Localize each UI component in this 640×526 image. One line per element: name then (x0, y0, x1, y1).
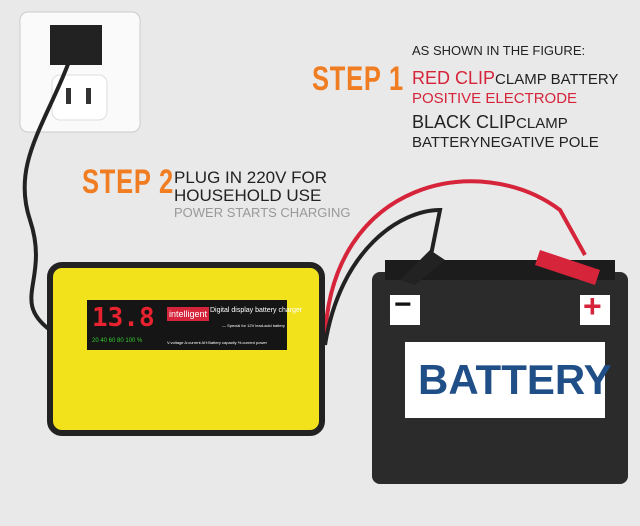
black-clip-text: BLACK CLIP (412, 112, 517, 132)
red-clip-line2: POSITIVE ELECTRODE (412, 90, 578, 107)
power-cable (22, 44, 77, 332)
negative-terminal: − (394, 288, 412, 321)
step2-line3: POWER STARTS CHARGING (174, 205, 351, 220)
positive-terminal: + (583, 288, 602, 324)
charger-subtitle: — Special for 12V lead-acid battery (222, 323, 285, 328)
step2-line1: PLUG IN 220V FOR (174, 168, 328, 187)
charger-title: Digital display battery charger (210, 307, 303, 314)
battery-label: BATTERY (418, 356, 612, 403)
black-cable (323, 207, 443, 346)
voltage-reading: 13.8 (92, 303, 155, 333)
step1-label: STEP 1 (312, 60, 404, 98)
black-clip-line2a: BATTERY (412, 134, 480, 151)
black-clip-line2b: NEGATIVE POLE (479, 134, 599, 151)
red-clip-rest: CLAMP BATTERY (495, 71, 619, 88)
red-clip-text: RED CLIP (412, 68, 496, 88)
red-cable (323, 179, 587, 341)
power-scale: 20 40 60 80 100 % (92, 338, 143, 344)
step2-label: STEP 2 (82, 163, 174, 201)
step2-line2: HOUSEHOLD USE (174, 186, 322, 205)
black-clip (400, 250, 445, 285)
black-clip-rest: CLAMP (516, 115, 568, 132)
battery-label-panel (405, 342, 605, 418)
red-clip (535, 250, 600, 285)
intelligent-badge: intelligent (167, 307, 210, 321)
charger-legend: V:voltage A:current AH:Battery capacity … (167, 340, 267, 345)
step1-heading: AS SHOWN IN THE FIGURE: (412, 43, 586, 58)
